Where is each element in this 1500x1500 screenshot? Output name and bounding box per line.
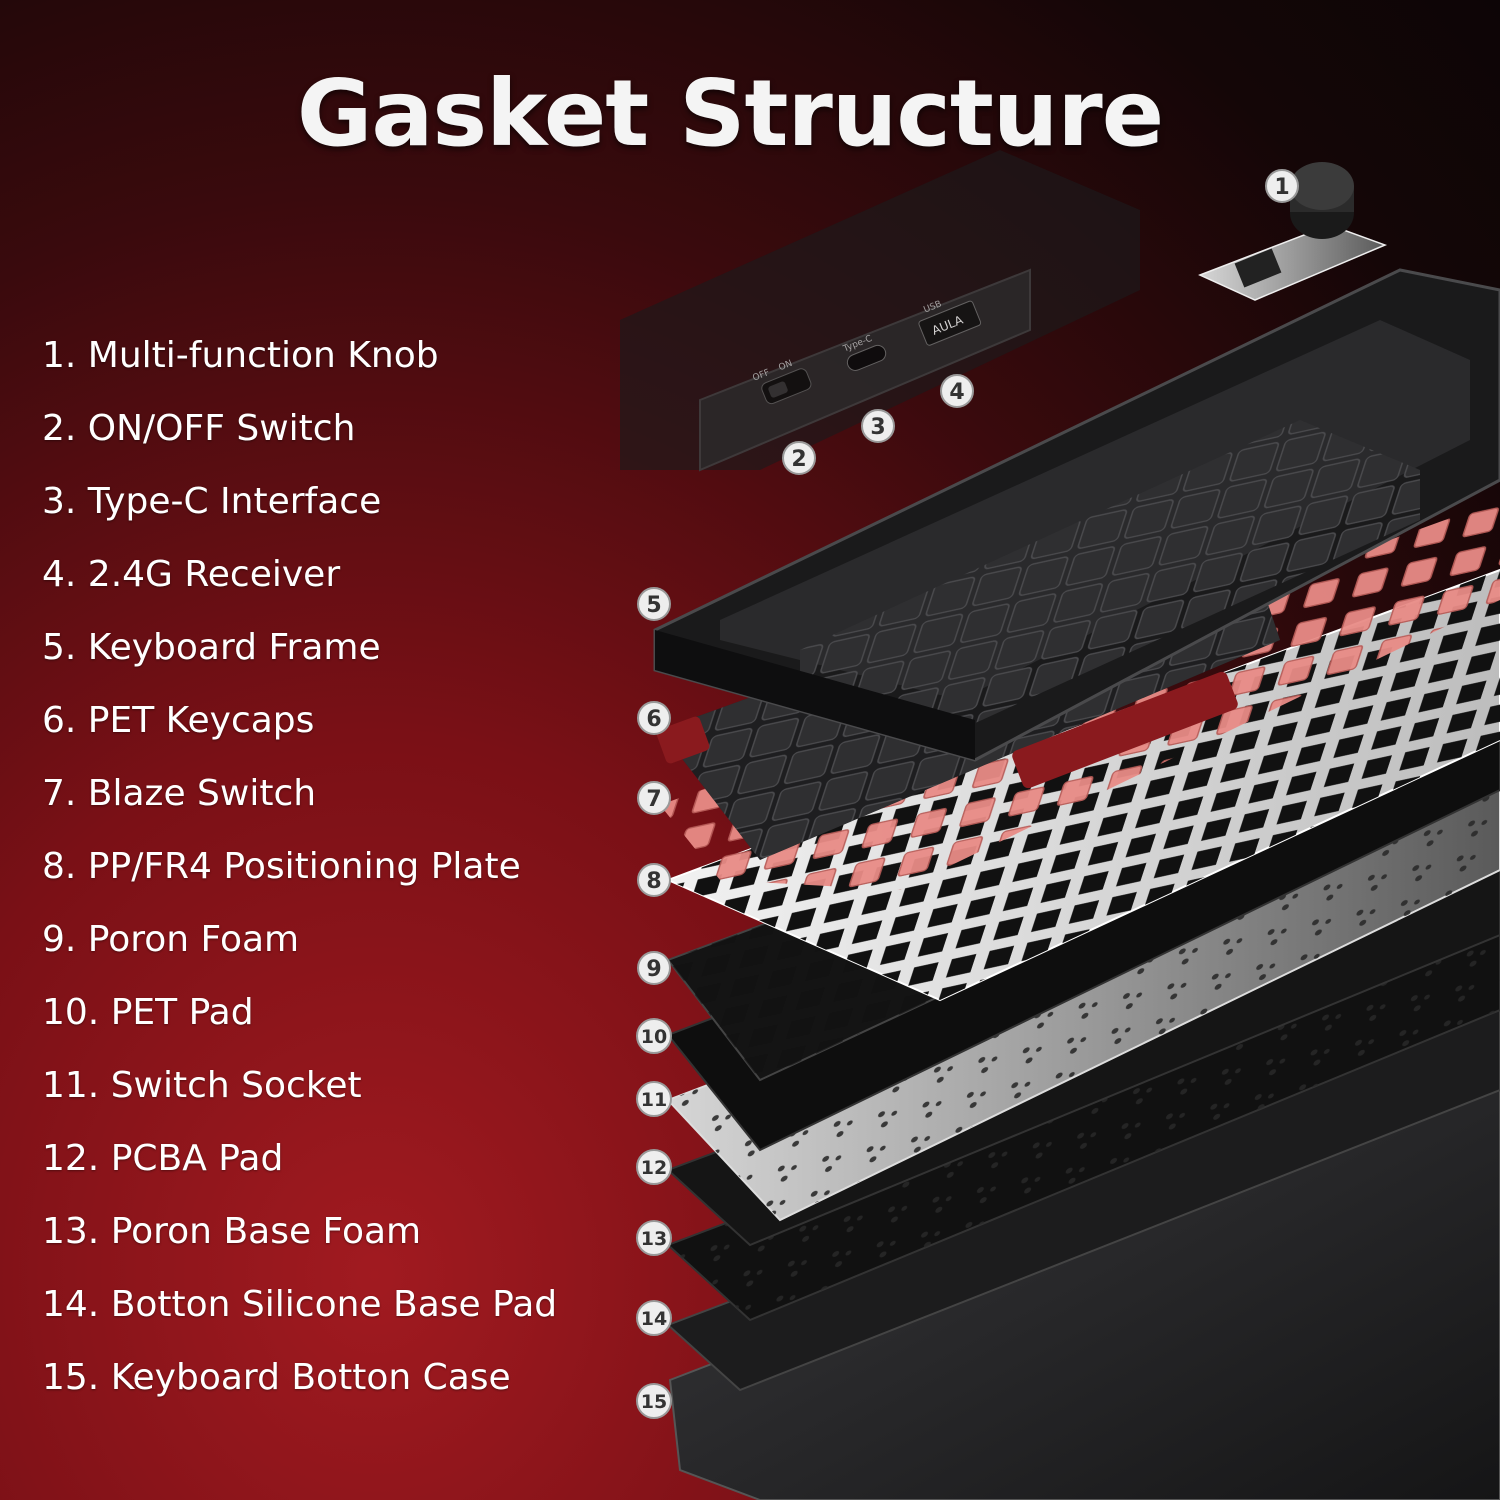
callout-6: 6 <box>637 701 671 735</box>
on-label: ON <box>777 359 794 373</box>
svg-text:13: 13 <box>641 1228 667 1250</box>
page-title: Gasket Structure <box>296 60 1164 167</box>
svg-text:15: 15 <box>641 1391 667 1413</box>
svg-text:7: 7 <box>646 787 661 812</box>
callout-4: 4 <box>940 374 974 408</box>
svg-text:9: 9 <box>646 957 661 982</box>
spacebar-keycap <box>1012 671 1238 789</box>
part-item-2: 2. ON/OFF Switch <box>42 408 356 449</box>
parts-list: 1. Multi-function Knob 2. ON/OFF Switch … <box>42 330 557 1425</box>
part-item-11: 11. Switch Socket <box>42 1065 362 1106</box>
part-item-9: 9. Poron Foam <box>42 919 300 960</box>
svg-text:6: 6 <box>646 707 661 732</box>
part-item-8: 8. PP/FR4 Positioning Plate <box>42 846 521 887</box>
callout-5: 5 <box>637 587 671 621</box>
callout-10: 10 <box>636 1018 672 1054</box>
svg-text:11: 11 <box>641 1089 667 1111</box>
part-item-14: 14. Botton Silicone Base Pad <box>42 1284 558 1325</box>
callout-15: 15 <box>636 1383 672 1419</box>
svg-text:8: 8 <box>646 869 661 894</box>
callout-13: 13 <box>636 1220 672 1256</box>
callout-3: 3 <box>861 409 895 443</box>
part-item-6: 6. PET Keycaps <box>42 700 315 741</box>
callout-12: 12 <box>636 1149 672 1185</box>
part-item-3: 3. Type-C Interface <box>42 481 382 522</box>
callout-7: 7 <box>637 781 671 815</box>
svg-text:2: 2 <box>791 447 806 472</box>
part-item-7: 7. Blaze Switch <box>42 773 317 814</box>
callout-2: 2 <box>782 441 816 475</box>
part-item-4: 4. 2.4G Receiver <box>42 554 341 595</box>
part-item-13: 13. Poron Base Foam <box>42 1211 422 1252</box>
part-item-10: 10. PET Pad <box>42 992 254 1033</box>
callout-14: 14 <box>636 1300 672 1336</box>
knob-module <box>1198 162 1388 301</box>
callout-1: 1 <box>1265 169 1299 203</box>
part-item-15: 15. Keyboard Botton Case <box>42 1357 511 1398</box>
callout-11: 11 <box>636 1081 672 1117</box>
svg-text:3: 3 <box>870 415 885 440</box>
part-item-5: 5. Keyboard Frame <box>42 627 381 668</box>
callout-badges: 1 2 3 4 5 6 7 8 9 10 11 12 13 14 15 <box>636 169 1299 1419</box>
svg-text:1: 1 <box>1274 175 1289 200</box>
svg-text:14: 14 <box>641 1308 667 1330</box>
part-item-12: 12. PCBA Pad <box>42 1138 284 1179</box>
keyboard-side-view: OFF ON Type-C USB AULA <box>620 150 1140 472</box>
svg-text:10: 10 <box>641 1026 667 1048</box>
part-item-1: 1. Multi-function Knob <box>42 335 439 376</box>
usb-receiver: USB AULA <box>918 299 982 346</box>
callout-8: 8 <box>637 863 671 897</box>
svg-text:12: 12 <box>641 1157 667 1179</box>
layer-keyboard-frame <box>653 268 1500 762</box>
esc-keycap <box>656 716 710 764</box>
svg-text:5: 5 <box>646 593 661 618</box>
svg-text:4: 4 <box>949 380 964 405</box>
callout-9: 9 <box>637 951 671 985</box>
